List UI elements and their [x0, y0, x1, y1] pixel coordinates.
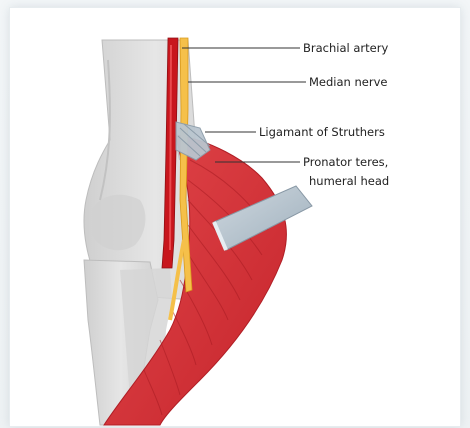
label-brachial-artery: Brachial artery	[303, 40, 388, 56]
artery-highlight	[170, 45, 171, 250]
label-median-nerve: Median nerve	[309, 74, 387, 90]
label-pronator-teres-line1: Pronator teres,	[303, 154, 388, 170]
label-pronator-teres-line2: humeral head	[309, 173, 389, 189]
label-ligament-of-struthers: Ligamant of Struthers	[259, 124, 385, 140]
humerus-condyle	[92, 195, 145, 250]
